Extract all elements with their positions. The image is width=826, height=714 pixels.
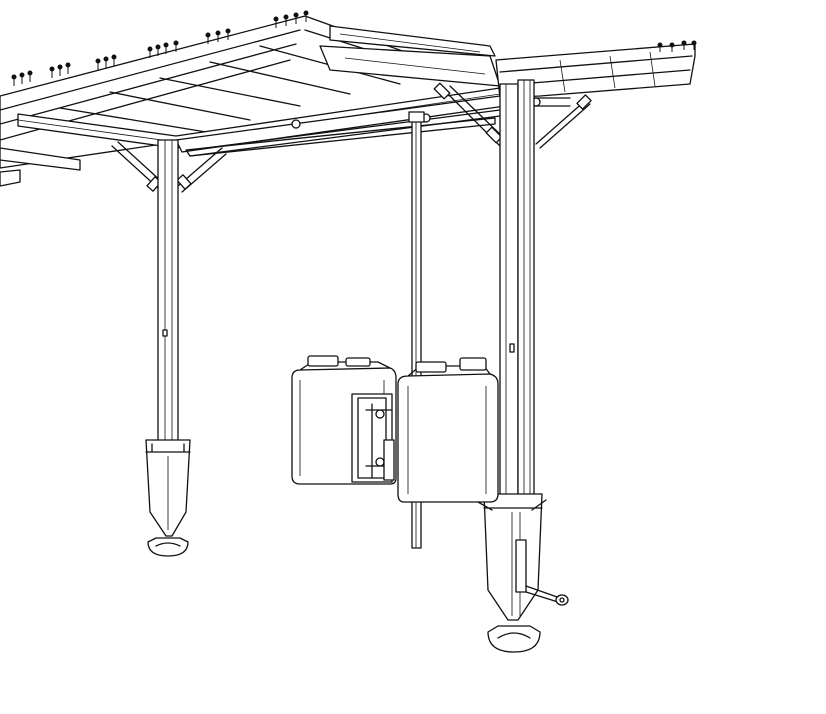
roof-bolts xyxy=(11,10,697,86)
right-post xyxy=(433,79,592,653)
water-tanks xyxy=(291,355,499,503)
left-post xyxy=(111,139,227,557)
roof-frame xyxy=(0,15,696,187)
